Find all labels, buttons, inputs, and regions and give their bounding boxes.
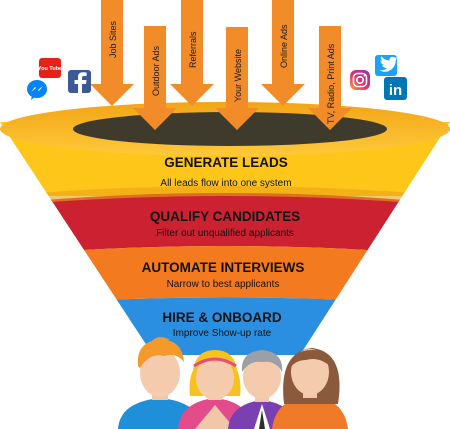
linkedin-logo-text: in [389,82,402,99]
arrow-label-referrals: Referrals [188,31,198,68]
stage-subtitle-automate-interviews: Narrow to best applicants [167,279,280,290]
facebook-icon [68,70,91,93]
arrow-label-outdoor-ads: Outdoor Ads [151,45,161,96]
arrow-label-job-sites: Job Sites [108,20,118,58]
youtube-icon: You Tube [38,58,62,78]
messenger-icon [27,80,47,100]
arrow-referrals: Referrals [170,0,214,106]
stage-title-qualify-candidates: QUALIFY CANDIDATES [150,209,300,224]
stage-band-qualify-candidates [0,193,450,256]
linkedin-icon: in [384,77,407,100]
arrow-tv-radio-print-ads: TV, Radio, Print Ads [308,26,352,130]
twitter-icon [375,55,398,76]
stage-labels: GENERATE LEADS All leads flow into one s… [142,155,305,339]
stage-title-hire-onboard: HIRE & ONBOARD [162,310,282,325]
candidates-group [118,337,348,429]
arrow-job-sites: Job Sites [90,0,134,106]
stage-band-automate-interviews [0,246,450,306]
person-avatar [118,337,202,429]
arrow-label-online-ads: Online Ads [279,24,289,68]
arrow-label-your-website: Your Website [233,49,243,102]
instagram-icon [350,70,370,90]
arrow-online-ads: Online Ads [261,0,305,106]
stage-title-generate-leads: GENERATE LEADS [164,155,288,170]
arrow-outdoor-ads: Outdoor Ads [133,26,177,130]
arrow-label-tv-radio-print-ads: TV, Radio, Print Ads [326,43,336,124]
lead-source-arrows: Job Sites Outdoor Ads Referrals Your Web… [90,0,352,130]
stage-subtitle-hire-onboard: Improve Show-up rate [173,328,272,339]
stage-subtitle-generate-leads: All leads flow into one system [160,178,291,189]
stage-divider [0,186,450,206]
youtube-logo-text: You Tube [38,66,62,72]
stage-title-automate-interviews: AUTOMATE INTERVIEWS [142,260,305,275]
stage-subtitle-qualify-candidates: Filter out unqualified applicants [156,228,294,239]
arrow-your-website: Your Website [215,27,259,130]
person-avatar [272,348,348,429]
social-icons: You Tube in [27,55,407,100]
